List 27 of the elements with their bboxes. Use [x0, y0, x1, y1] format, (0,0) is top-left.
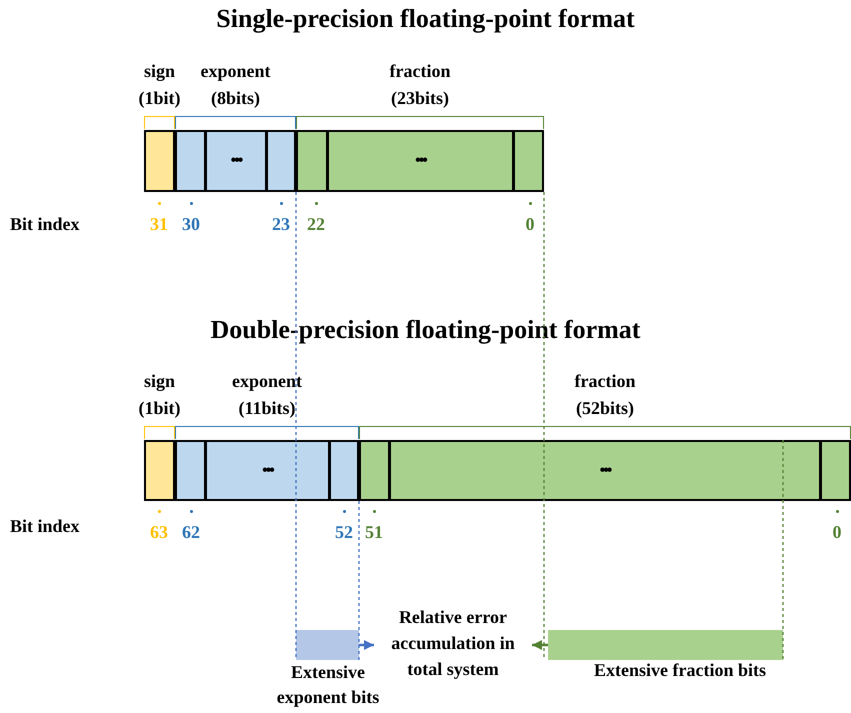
bit-index: 62 [182, 521, 200, 544]
field-label: fraction (52bits) [574, 370, 636, 420]
arrow [532, 640, 548, 650]
row-label: Bit index [10, 213, 80, 236]
bit-index: 23 [272, 213, 290, 236]
bit-index: 30 [182, 213, 200, 236]
bit-cell: ••• [205, 440, 330, 501]
field-label: exponent (8bits) [199, 60, 272, 110]
row-label: Bit index [10, 515, 80, 538]
field-label: exponent (11bits) [230, 370, 303, 420]
bit-index: 0 [526, 213, 534, 236]
field-label: sign (1bit) [138, 60, 182, 110]
field-label: fraction (23bits) [388, 60, 452, 110]
bit-index: 0 [832, 521, 842, 544]
bit-index: 63 [150, 521, 168, 544]
bit-index: 51 [365, 521, 383, 544]
bit-cell: ••• [205, 130, 267, 192]
field-label: sign (1bit) [138, 370, 182, 420]
bit-index: 52 [335, 521, 353, 544]
title: Single-precision floating-point format [215, 4, 636, 34]
bit-index: 31 [150, 213, 168, 236]
arrow [359, 640, 374, 650]
bit-index: 22 [307, 213, 325, 236]
bar-caption: Extensive fraction bits [593, 659, 767, 682]
bit-cell: ••• [389, 440, 821, 501]
bit-cell: ••• [327, 130, 514, 192]
heading: Double-precision floating-point format [210, 315, 642, 345]
